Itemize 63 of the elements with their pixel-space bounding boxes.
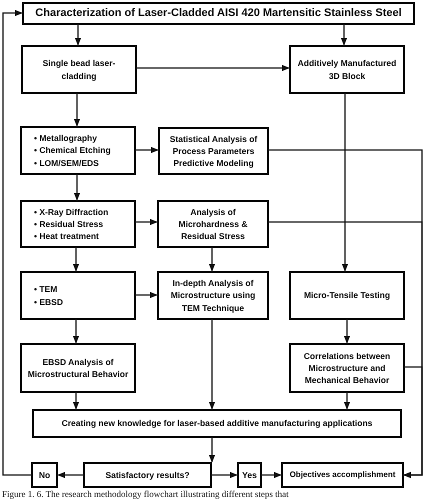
list-item: • X-Ray Diffraction [34,206,108,218]
arrow [344,393,350,410]
list-box [20,126,136,175]
process-box [22,2,415,25]
arrow [342,94,348,272]
arrow [137,64,290,72]
box-label: Satisfactory results? [105,468,190,482]
box-label: Objectives accomplishment [290,469,396,481]
process-box [289,343,405,393]
arrow [74,94,80,127]
arrow [208,248,216,272]
arrow [344,320,350,344]
arrow [136,146,159,154]
box-label: Statistical Analysis of Process Parameters [168,132,258,158]
process-box [289,271,405,320]
list-item: • Heat treatment [34,230,99,242]
list-item: • LOM/SEM/EDS [34,156,99,169]
arrow [403,366,423,478]
process-box [289,45,405,94]
process-box [157,271,269,320]
list-box [20,200,136,248]
arrow [72,248,80,272]
box-label: Yes [242,468,257,482]
box-label: Predictive Modeling [173,157,254,170]
process-box [158,127,269,175]
arrow [136,292,158,298]
arrow [136,218,158,226]
process-box [157,200,269,248]
arrow [72,320,80,344]
arrow [340,25,348,46]
list-item: • Metallography [34,132,97,144]
list-item: • Chemical Etching [34,144,111,157]
process-box [237,462,262,488]
list-item: • EBSD [34,296,63,308]
box-label: Additively Manufactured 3D Block [296,57,398,82]
arrow [72,393,80,410]
process-box [31,462,58,488]
box-label: Characterization of Laser-Cladded AISI 420 Martensitic Stainless Steel [35,6,402,21]
box-label: EBSD Analysis of Microstructural Behavior [26,356,130,380]
process-box [20,343,136,393]
process-box [83,462,212,488]
arrow [2,10,31,476]
list-item: • TEM [34,283,58,296]
arrow [212,472,238,478]
arrow [74,175,80,201]
process-box [21,45,137,94]
box-label: Micro-Tensile Testing [304,289,390,302]
arrow [57,472,83,478]
box-label: Creating new knowledge for laser-based additive manufacturing applications [62,417,372,430]
box-label: No [38,468,50,482]
process-box [32,409,402,438]
box-label: In-depth Analysis of Microstructure using TEM Technique [170,277,256,314]
list-item: • Residual Stress [34,218,104,230]
box-label: Correlations between Microstructure and Mechanical Behavior [302,350,392,386]
arrow [208,320,216,410]
box-label: Analysis of Microhardness & Residual Stress [178,206,248,242]
process-box [281,462,404,488]
arrow [74,25,82,46]
list-box [20,271,136,320]
arrow [208,438,216,463]
arrow [262,472,282,478]
box-label: Single bead laser-cladding [42,57,116,82]
figure-caption: Figure 1. 6. The research methodology flowchart illustrating different steps that [2,489,289,499]
